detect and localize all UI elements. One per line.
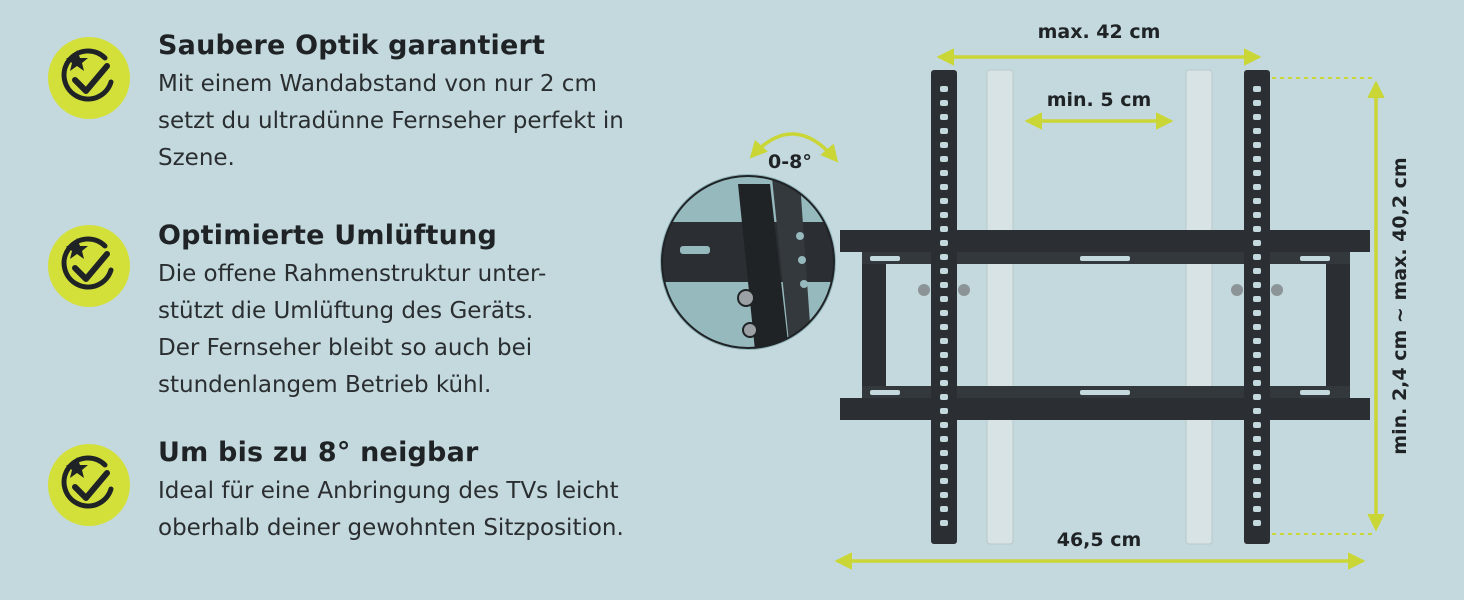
arm-hole (1253, 128, 1261, 134)
arm-hole (1253, 520, 1261, 526)
feature-description: Ideal für eine Anbringung des TVs leicht… (158, 473, 624, 547)
arm-hole (940, 492, 948, 498)
arm-hole (940, 282, 948, 288)
arm-hole (1253, 268, 1261, 274)
arm-hole (940, 506, 948, 512)
arm-hole (1253, 184, 1261, 190)
feature-description-line: stützt die Umlüftung des Geräts. (158, 298, 534, 324)
arm-hole (1253, 282, 1261, 288)
arm-hole (1253, 324, 1261, 330)
arm-hole (1253, 394, 1261, 400)
arm-hole (1253, 212, 1261, 218)
arm-hole (940, 156, 948, 162)
tilt-detail-zoom (660, 174, 836, 350)
arm-hole (1253, 198, 1261, 204)
arm-hole (940, 436, 948, 442)
arm-hole (940, 324, 948, 330)
arm-hole (1253, 254, 1261, 260)
arm-hole (1253, 114, 1261, 120)
arm-hole (1253, 142, 1261, 148)
arm-hole (940, 184, 948, 190)
arm-hole (1253, 408, 1261, 414)
feature-description-line: Der Fernseher bleibt so auch bei (158, 335, 533, 361)
arm-hole (1253, 296, 1261, 302)
tv-mount-diagram: 0-8° max. 42 cm min. 5 cm 46,5 cm min. 2… (660, 21, 1411, 570)
arm-hole (940, 352, 948, 358)
arm-hole (1253, 436, 1261, 442)
feature-title: Optimierte Umlüftung (158, 220, 498, 251)
arm-hole (940, 198, 948, 204)
arm-hole (940, 240, 948, 246)
arm-hole (940, 338, 948, 344)
arm-hole (1253, 310, 1261, 316)
arm-hole (940, 142, 948, 148)
feature-description: Die offene Rahmenstruktur unter- stützt … (158, 256, 546, 404)
arm-hole (940, 114, 948, 120)
feature-description-line: oberhalb deiner gewohnten Sitzposition. (158, 515, 624, 541)
feature-description-line: Szene. (158, 145, 235, 171)
arm-hole (940, 86, 948, 92)
wall-plate (840, 230, 1370, 420)
arm-hole (1253, 352, 1261, 358)
arm-hole (1253, 86, 1261, 92)
feature-description-line: Mit einem Wandabstand von nur 2 cm (158, 71, 597, 97)
height-label: min. 2,4 cm ~ max. 40,2 cm (1389, 157, 1411, 454)
arm-hole (940, 212, 948, 218)
feature-description-line: Die offene Rahmenstruktur unter- (158, 261, 547, 287)
arm-hole (1253, 226, 1261, 232)
feature-description-line: setzt du ultradünne Fernseher perfekt in (158, 108, 624, 134)
arm-hole (1253, 338, 1261, 344)
arm-hole (1253, 380, 1261, 386)
arm-hole (1253, 170, 1261, 176)
star-check-badge-icon (48, 225, 130, 307)
arm-hole (1253, 464, 1261, 470)
arm-hole (940, 464, 948, 470)
arm-hole (940, 296, 948, 302)
arm-hole (940, 268, 948, 274)
arm-hole (940, 520, 948, 526)
arm-hole (940, 310, 948, 316)
feature-description-line: stundenlangem Betrieb kühl. (158, 372, 492, 398)
arm-hole (940, 100, 948, 106)
arm-hole (940, 170, 948, 176)
min-width-label: min. 5 cm (1047, 89, 1152, 111)
tilt-arc-arrow (749, 132, 839, 163)
feature-title: Um bis zu 8° neigbar (158, 437, 479, 468)
arm-hole (1253, 240, 1261, 246)
arm-hole (1253, 478, 1261, 484)
arm-hole (940, 422, 948, 428)
arm-hole (940, 394, 948, 400)
arm-hole (1253, 492, 1261, 498)
arm-hole (1253, 422, 1261, 428)
star-check-badge-icon (48, 37, 130, 119)
vertical-arm-right (1231, 70, 1283, 544)
ghost-arms (986, 69, 1213, 545)
arm-hole (940, 254, 948, 260)
max-width-label: max. 42 cm (1038, 21, 1161, 43)
arm-hole (940, 366, 948, 372)
star-check-badge-icon (48, 444, 130, 526)
arm-hole (1253, 100, 1261, 106)
arm-hole (940, 478, 948, 484)
arm-hole (1253, 506, 1261, 512)
arm-hole (1253, 156, 1261, 162)
vertical-arm-left (918, 70, 970, 544)
arm-hole (940, 226, 948, 232)
arm-hole (940, 128, 948, 134)
arm-hole (1253, 450, 1261, 456)
feature-title: Saubere Optik garantiert (158, 30, 546, 61)
feature-description: Mit einem Wandabstand von nur 2 cm setzt… (158, 66, 624, 177)
arm-hole (940, 380, 948, 386)
arm-hole (940, 408, 948, 414)
arm-hole (1253, 366, 1261, 372)
arm-hole (940, 450, 948, 456)
tilt-label: 0-8° (768, 151, 812, 173)
feature-description-line: Ideal für eine Anbringung des TVs leicht (158, 478, 619, 504)
total-width-label: 46,5 cm (1057, 529, 1142, 551)
